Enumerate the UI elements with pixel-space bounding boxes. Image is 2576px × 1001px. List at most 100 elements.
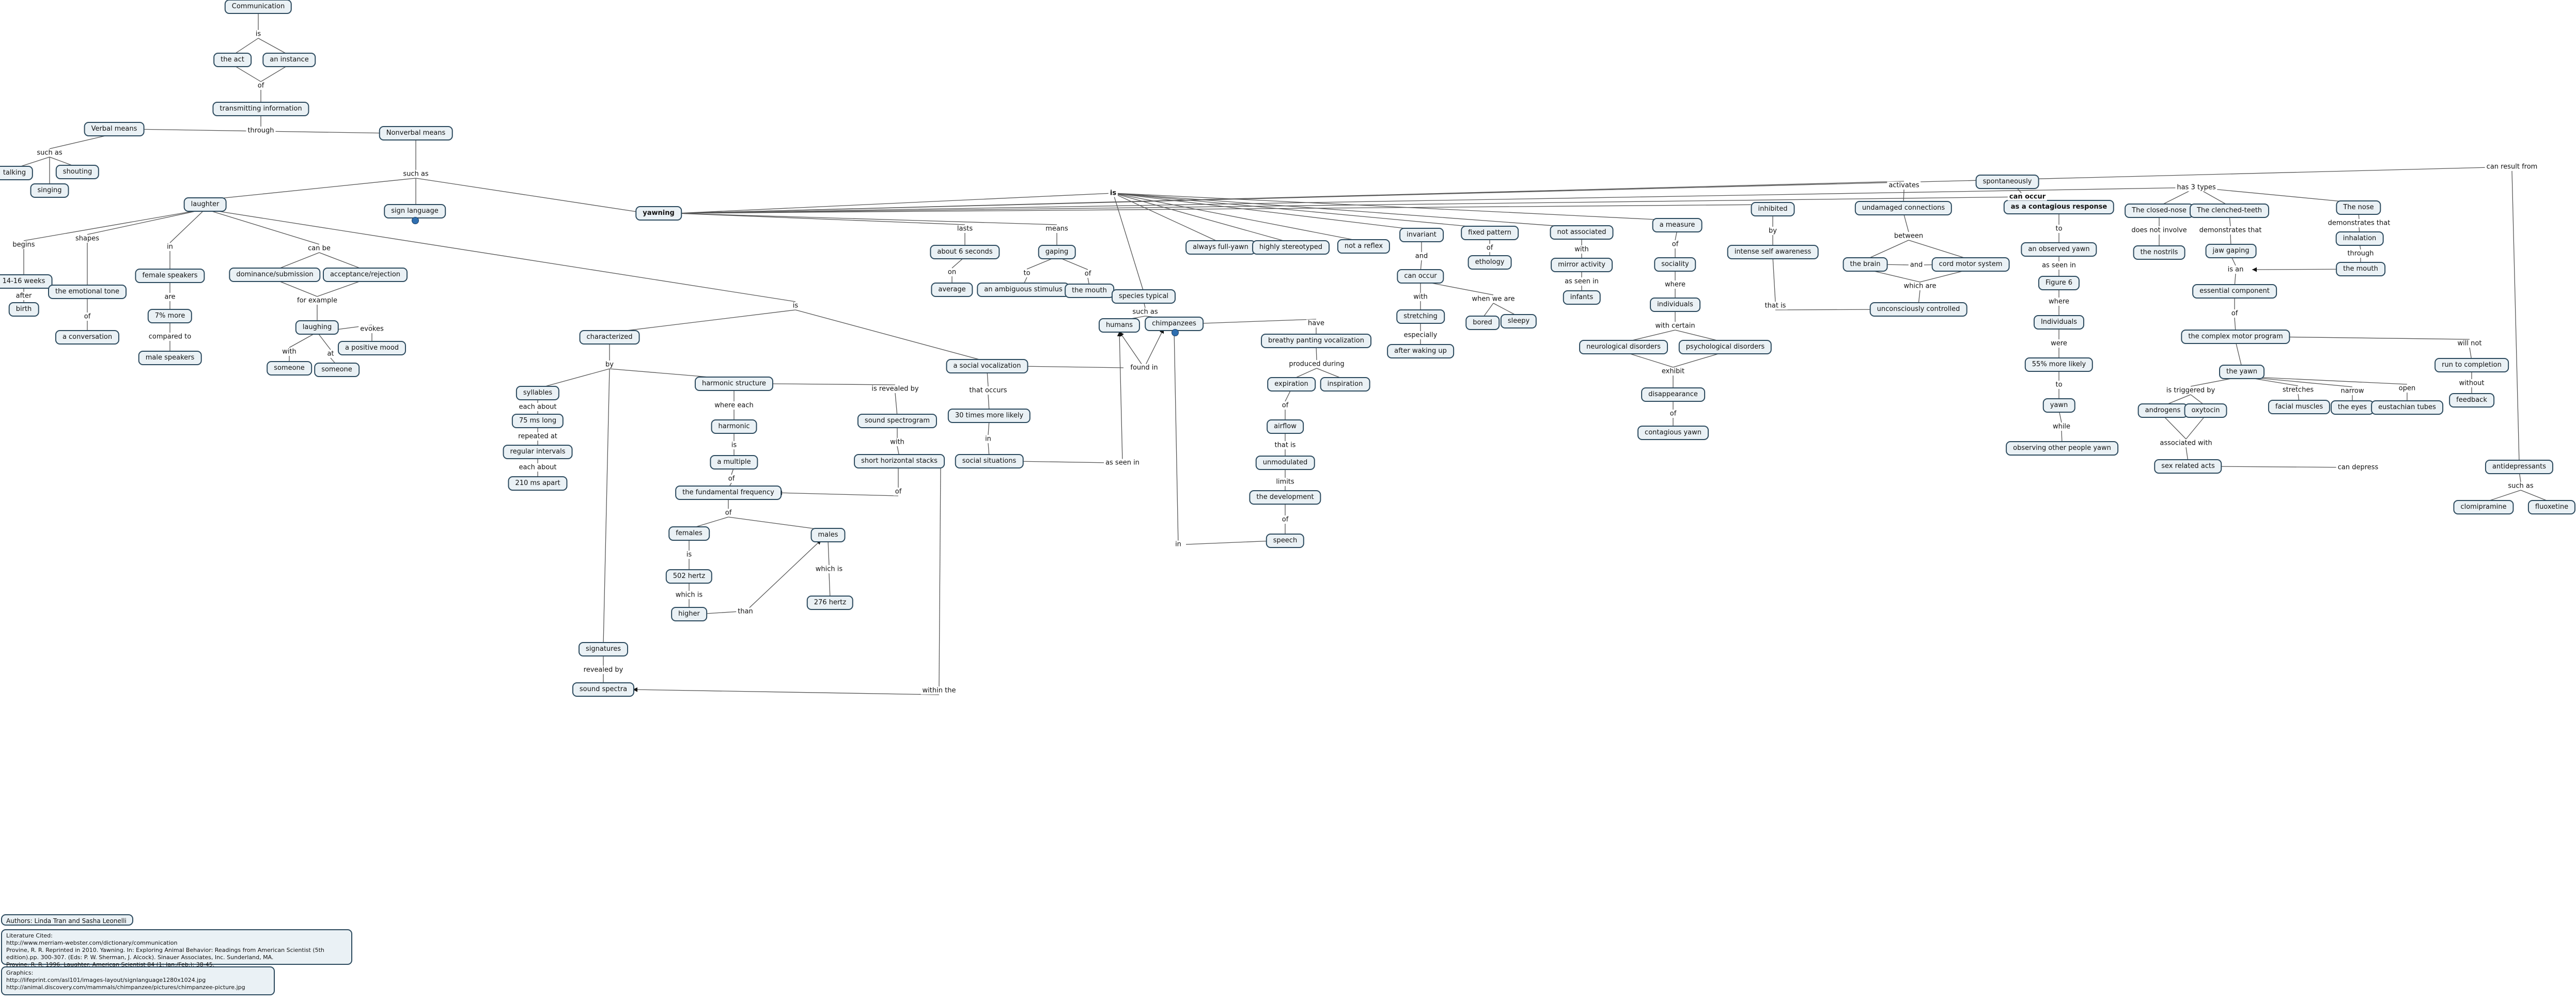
concept-not-a-reflex[interactable]: not a reflex: [1337, 239, 1391, 254]
concept-transmitting-information[interactable]: transmitting information: [212, 102, 309, 116]
concept-airflow[interactable]: airflow: [1267, 419, 1304, 434]
concept-fluoxetine[interactable]: fluoxetine: [2527, 500, 2576, 514]
concept-7-percent-more[interactable]: 7% more: [147, 309, 193, 323]
concept-shouting[interactable]: shouting: [55, 165, 100, 179]
concept-undamaged-connections[interactable]: undamaged connections: [1854, 201, 1953, 215]
concept-antidepressants[interactable]: antidepressants: [2485, 460, 2554, 474]
concept-sociality[interactable]: sociality: [1654, 257, 1696, 272]
concept-contagious-yawn[interactable]: contagious yawn: [1637, 426, 1709, 440]
concept-inspiration[interactable]: inspiration: [1320, 377, 1370, 392]
concept-jaw-gaping[interactable]: jaw gaping: [2205, 244, 2257, 258]
concept-the-act[interactable]: the act: [213, 53, 252, 67]
concept-acceptance-rejection[interactable]: acceptance/rejection: [322, 268, 408, 282]
concept-humans[interactable]: humans: [1098, 318, 1141, 333]
concept-stretching[interactable]: stretching: [1396, 309, 1445, 324]
concept-210-ms-apart[interactable]: 210 ms apart: [508, 476, 568, 491]
concept-gaping[interactable]: gaping: [1038, 245, 1076, 259]
resource-link-icon[interactable]: [412, 217, 419, 224]
concept-the-eyes[interactable]: the eyes: [2331, 400, 2374, 415]
concept-an-ambiguous-stimulus[interactable]: an ambiguous stimulus: [977, 283, 1070, 297]
concept-nonverbal-means[interactable]: Nonverbal means: [379, 126, 453, 140]
concept-feedback[interactable]: feedback: [2449, 393, 2494, 408]
concept-502-hertz[interactable]: 502 hertz: [665, 569, 713, 584]
concept-highly-stereotyped[interactable]: highly stereotyped: [1252, 240, 1330, 255]
concept-30-times-more-likely[interactable]: 30 times more likely: [947, 409, 1031, 423]
concept-essential-component[interactable]: essential component: [2192, 284, 2277, 299]
concept-the-clenched-teeth[interactable]: The clenched-teeth: [2189, 204, 2270, 218]
concept-bored[interactable]: bored: [1465, 316, 1500, 330]
concept-spontaneously[interactable]: spontaneously: [1975, 175, 2039, 189]
concept-short-horizontal-stacks[interactable]: short horizontal stacks: [854, 454, 945, 468]
concept-figure-6[interactable]: Figure 6: [2038, 276, 2080, 290]
concept-infants[interactable]: infants: [1563, 290, 1601, 305]
concept-a-multiple[interactable]: a multiple: [710, 455, 758, 470]
concept-about-6-seconds[interactable]: about 6 seconds: [930, 245, 1000, 259]
concept-invariant[interactable]: invariant: [1399, 228, 1444, 242]
concept-higher[interactable]: higher: [671, 607, 707, 621]
concept-characterized[interactable]: characterized: [579, 330, 640, 345]
concept-after-waking-up[interactable]: after waking up: [1387, 344, 1454, 358]
concept-can-occur-1[interactable]: can occur: [1397, 269, 1444, 284]
concept-laughing[interactable]: laughing: [295, 320, 339, 335]
concept-laughter[interactable]: laughter: [183, 197, 227, 212]
concept-the-nostrils[interactable]: the nostrils: [2133, 245, 2185, 260]
concept-the-fundamental-frequency[interactable]: the fundamental frequency: [675, 486, 782, 500]
concept-talking[interactable]: talking: [0, 166, 34, 180]
concept-sign-language[interactable]: sign language: [384, 204, 446, 218]
concept-a-conversation[interactable]: a conversation: [55, 330, 120, 345]
resource-link-icon[interactable]: [1172, 329, 1179, 336]
concept-females[interactable]: females: [668, 526, 710, 541]
concept-individuals-1[interactable]: individuals: [1650, 298, 1700, 312]
concept-the-brain[interactable]: the brain: [1843, 257, 1888, 272]
concept-female-speakers[interactable]: female speakers: [135, 269, 205, 283]
concept-an-instance[interactable]: an instance: [262, 53, 316, 67]
concept-facial-muscles[interactable]: facial muscles: [2268, 400, 2331, 414]
concept-the-closed-nose[interactable]: The closed-nose: [2125, 204, 2194, 218]
concept-dominance-submission[interactable]: dominance/submission: [229, 268, 321, 282]
concept-mirror-activity[interactable]: mirror activity: [1551, 258, 1613, 272]
concept-55-percent-more-likely[interactable]: 55% more likely: [2024, 357, 2094, 372]
concept-disappearance[interactable]: disappearance: [1641, 387, 1705, 402]
concept-the-emotional-tone[interactable]: the emotional tone: [48, 285, 127, 299]
concept-unmodulated[interactable]: unmodulated: [1255, 456, 1315, 470]
concept-an-observed-yawn[interactable]: an observed yawn: [2021, 242, 2097, 257]
concept-male-speakers[interactable]: male speakers: [138, 351, 202, 365]
concept-inhalation[interactable]: inhalation: [2335, 231, 2384, 246]
concept-harmonic[interactable]: harmonic: [711, 419, 757, 434]
concept-a-measure[interactable]: a measure: [1652, 218, 1703, 232]
concept-inhibited[interactable]: inhibited: [1751, 202, 1795, 216]
concept-not-associated[interactable]: not associated: [1550, 225, 1614, 240]
concept-always-full-yawn[interactable]: always full-yawn: [1185, 240, 1256, 255]
concept-the-yawn[interactable]: the yawn: [2219, 365, 2265, 379]
concept-speech[interactable]: speech: [1266, 534, 1305, 548]
concept-singing[interactable]: singing: [30, 183, 69, 198]
concept-average[interactable]: average: [931, 283, 973, 297]
concept-yawn[interactable]: yawn: [2042, 398, 2075, 413]
concept-males[interactable]: males: [810, 528, 846, 542]
concept-intense-self-awareness[interactable]: intense self awareness: [1727, 245, 1819, 259]
concept-cord-motor-system[interactable]: cord motor system: [1931, 257, 2010, 272]
concept-someone-2[interactable]: someone: [314, 363, 360, 377]
concept-androgens[interactable]: androgens: [2137, 403, 2188, 418]
concept-sound-spectra[interactable]: sound spectra: [572, 682, 635, 697]
concept-as-a-contagious-response[interactable]: as a contagious response: [2003, 200, 2115, 214]
concept-signatures[interactable]: signatures: [578, 642, 629, 656]
concept-breathy-panting-vocalization[interactable]: breathy panting vocalization: [1261, 334, 1371, 348]
concept-the-mouth-2[interactable]: the mouth: [2336, 262, 2385, 276]
concept-communication[interactable]: Communication: [224, 0, 292, 14]
concept-ethology[interactable]: ethology: [1467, 255, 1512, 270]
concept-eustachian-tubes[interactable]: eustachian tubes: [2371, 400, 2443, 415]
concept-regular-intervals[interactable]: regular intervals: [503, 445, 573, 459]
concept-birth[interactable]: birth: [8, 302, 39, 317]
concept-sex-related-acts[interactable]: sex related acts: [2154, 459, 2222, 474]
concept-observing-other-people-yawn[interactable]: observing other people yawn: [2006, 441, 2118, 456]
concept-sound-spectrogram[interactable]: sound spectrogram: [857, 414, 938, 428]
concept-clomipramine[interactable]: clomipramine: [2453, 500, 2514, 514]
concept-the-nose[interactable]: The nose: [2336, 200, 2381, 215]
concept-the-mouth-1[interactable]: the mouth: [1065, 284, 1114, 298]
concept-oxytocin[interactable]: oxytocin: [2184, 403, 2227, 418]
concept-the-development[interactable]: the development: [1249, 490, 1321, 505]
concept-276-hertz[interactable]: 276 hertz: [806, 596, 854, 610]
concept-a-social-vocalization[interactable]: a social vocalization: [946, 359, 1028, 373]
concept-individuals-2[interactable]: Individuals: [2033, 315, 2085, 330]
